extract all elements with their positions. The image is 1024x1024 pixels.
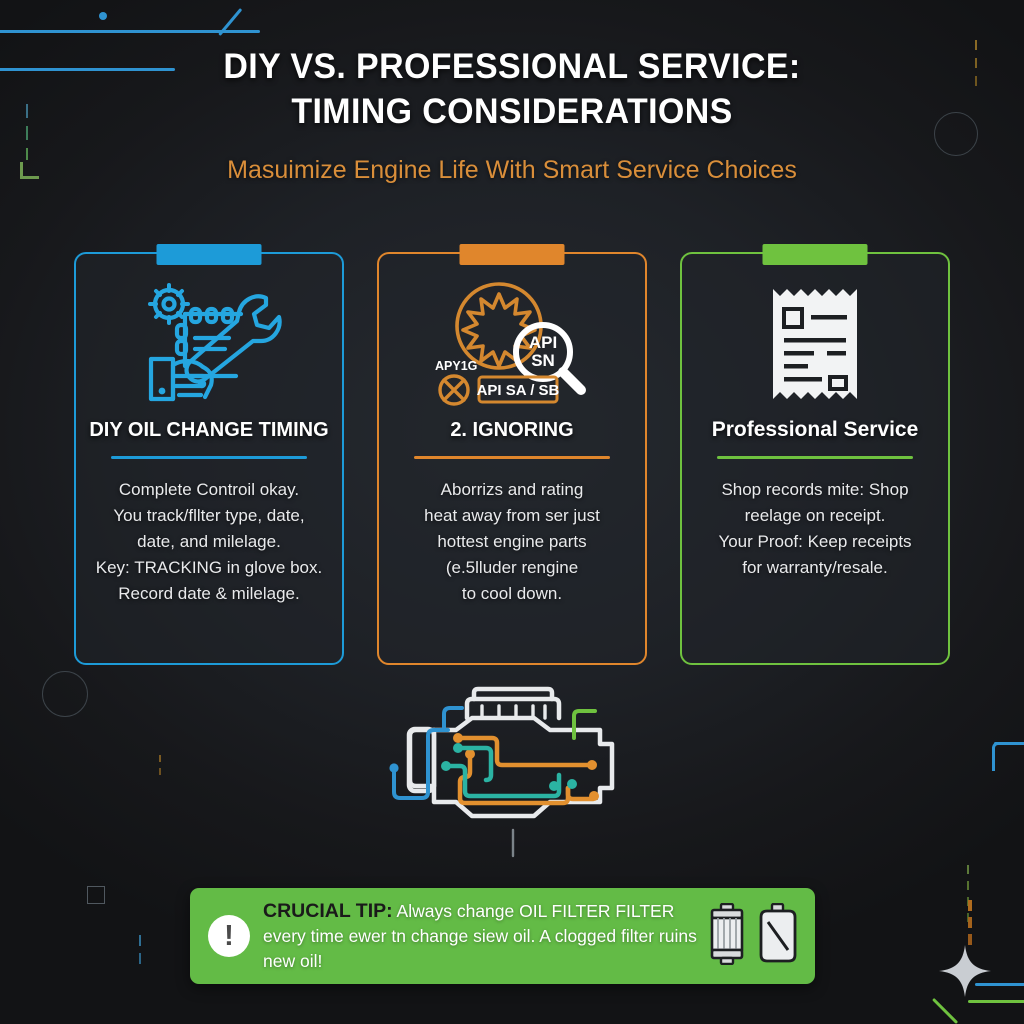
card-diy-oil-change-timing[interactable]: DIY OIL CHANGE TIMING Complete Controil … — [74, 244, 344, 665]
page-title-line2: TIMING CONSIDERATIONS — [291, 92, 733, 131]
magnifier-label-line2: SN — [531, 351, 555, 370]
card-body: Shop records mite: Shop reelage on recei… — [718, 480, 912, 577]
card-icon-oil-spec-magnifier: API SN APY1G API SA / SB — [379, 270, 645, 418]
deco-dash-bottom-right-1 — [967, 865, 969, 874]
exclamation-glyph: ! — [224, 919, 234, 952]
card-tab-blue — [156, 244, 262, 265]
deco-circle-bottom-left — [42, 671, 88, 717]
sparkle-icon — [938, 944, 992, 998]
card-divider — [414, 456, 610, 459]
oil-can-icon — [755, 902, 801, 970]
tip-icons — [707, 902, 801, 970]
card-ignoring[interactable]: API SN APY1G API SA / SB 2. IGNORING Abo… — [377, 244, 647, 665]
deco-line-top-left-1 — [0, 30, 260, 33]
deco-diagonal-bottom-right — [932, 997, 959, 1024]
card-body: Aborrizs and rating heat away from ser j… — [424, 480, 600, 603]
card-divider — [717, 456, 913, 459]
crucial-tip-body: Always change OIL FILTER FILTER every ti… — [263, 900, 697, 971]
spec-badge-label: API SA / SB — [477, 382, 560, 399]
card-icon-hand-wrench-gear — [76, 270, 342, 418]
card-body: Complete Controil okay. You track/fllter… — [95, 480, 323, 603]
deco-dash-sparkle-col-2 — [968, 917, 972, 928]
card-divider — [111, 456, 307, 459]
deco-dash-bottom-left-2 — [139, 953, 141, 964]
deco-dot-top-left — [99, 12, 107, 20]
deco-diagonal-top-left — [218, 8, 243, 36]
deco-dash-bottom-right-3 — [967, 897, 969, 906]
card-title: DIY OIL CHANGE TIMING — [89, 419, 329, 441]
deco-line-bottom-right-blue — [975, 983, 1024, 986]
page-title-line1: DIY VS. PROFESSIONAL SERVICE: — [223, 47, 801, 86]
deco-dash-bottom-left-1 — [139, 935, 141, 946]
card-tab-orange — [459, 244, 565, 265]
engine-block-circuit-icon — [382, 678, 644, 858]
deco-corner-right-mid — [992, 742, 1009, 771]
page-subtitle: Masuimize Engine Life With Smart Service… — [227, 156, 797, 184]
deco-line-right-mid — [994, 742, 1024, 745]
page-title: DIY VS. PROFESSIONAL SERVICE: TIMING CON… — [15, 44, 1008, 134]
deco-square-bottom-left — [87, 886, 105, 904]
magnifier-label-line1: API — [529, 333, 557, 352]
deco-dash-bottom-right-4 — [967, 913, 969, 922]
deco-line-bottom-right-green — [968, 1000, 1024, 1003]
header: DIY VS. PROFESSIONAL SERVICE: TIMING CON… — [0, 44, 1024, 185]
deco-dash-bottom-right-2 — [967, 881, 969, 890]
card-professional-service[interactable]: Professional Service Shop records mite: … — [680, 244, 950, 665]
crucial-tip-banner[interactable]: ! CRUCIAL TIP: Always change OIL FILTER … — [190, 888, 815, 984]
card-tab-green — [762, 244, 868, 265]
crucial-tip-text: CRUCIAL TIP: Always change OIL FILTER FI… — [263, 899, 701, 974]
cards-row: DIY OIL CHANGE TIMING Complete Controil … — [74, 244, 950, 670]
deco-dash-sparkle-col-3 — [968, 934, 972, 945]
deco-dash-left-mid-1 — [159, 755, 161, 762]
exclamation-icon: ! — [208, 915, 250, 957]
card-title: Professional Service — [711, 418, 919, 441]
card-title: 2. IGNORING — [450, 419, 574, 441]
deco-dash-sparkle-col-1 — [968, 900, 972, 911]
spec-small-label: APY1G — [435, 359, 477, 373]
oil-filter-icon — [707, 902, 747, 970]
crucial-tip-label: CRUCIAL TIP: — [263, 899, 393, 922]
deco-dash-left-mid-2 — [159, 768, 161, 775]
card-icon-receipt — [682, 270, 948, 418]
